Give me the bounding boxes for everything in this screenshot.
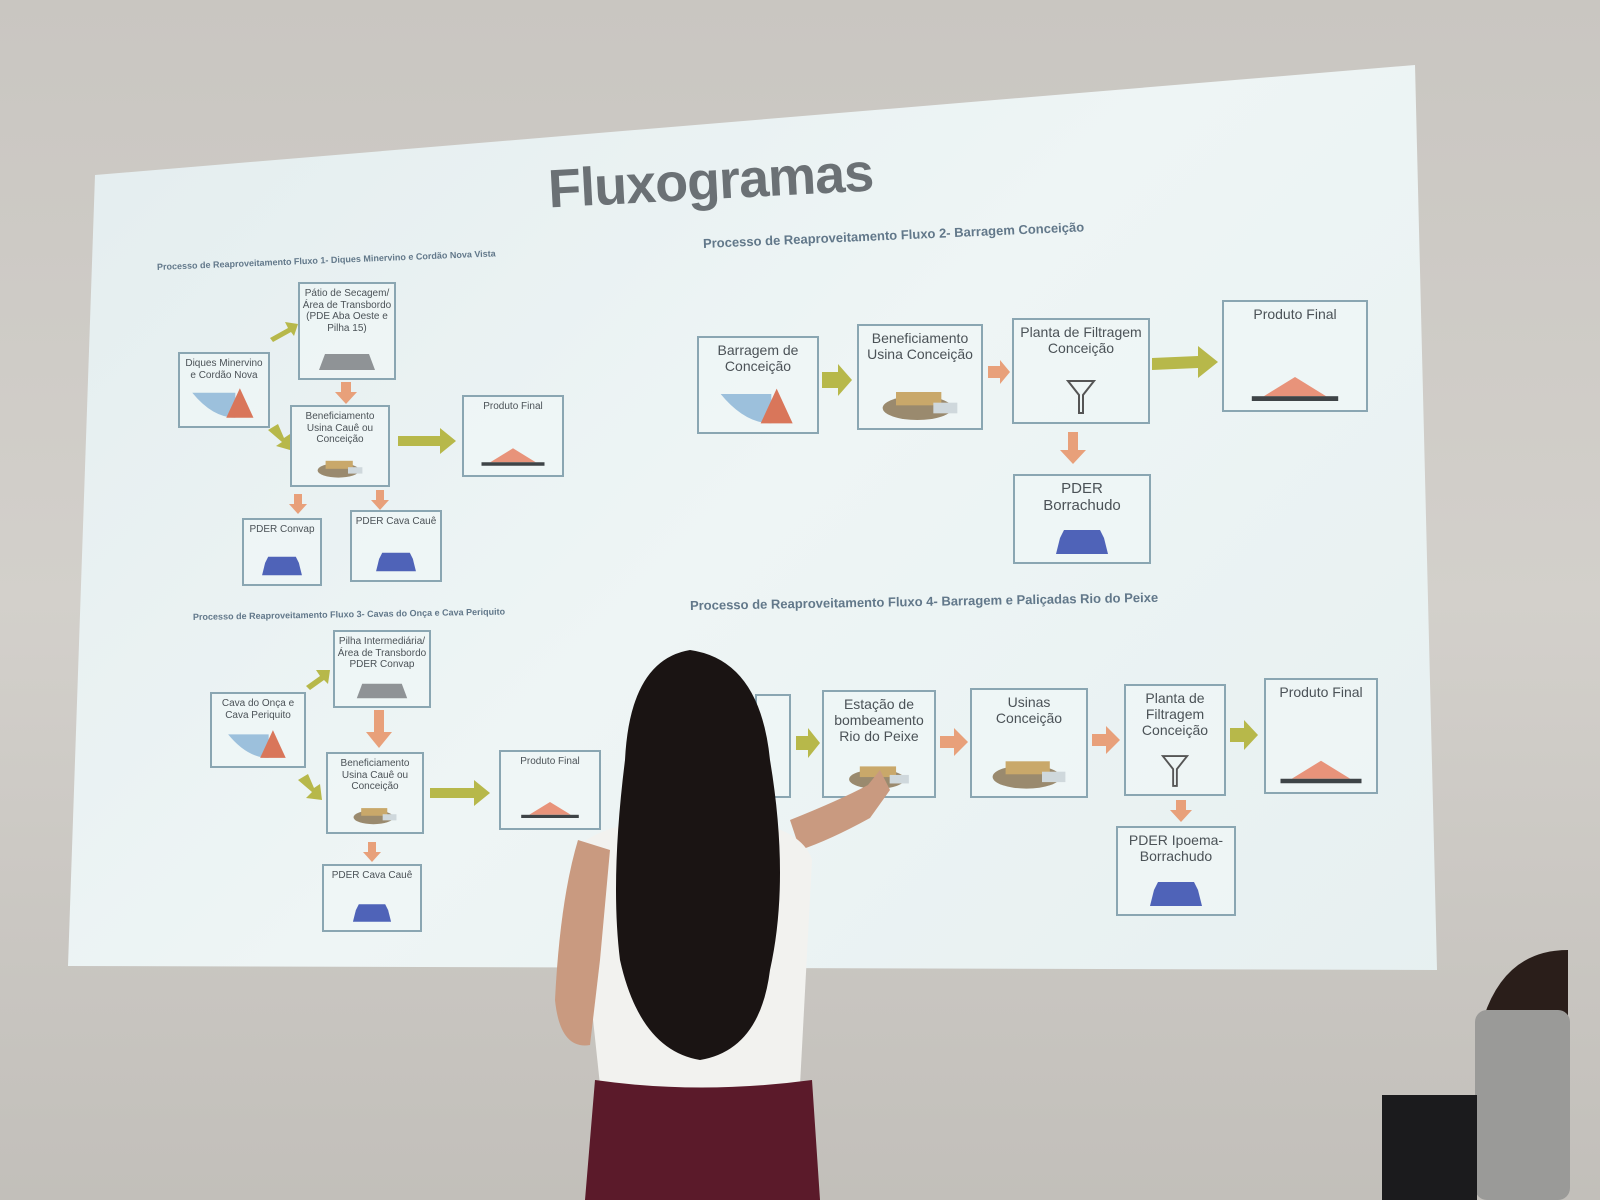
arrow-icon bbox=[335, 382, 357, 404]
node-cava-onca: Cava do Onça e Cava Periquito bbox=[210, 692, 306, 768]
node-label: Produto Final bbox=[520, 756, 580, 767]
node-label: Planta de Filtragem Conceição bbox=[1141, 690, 1209, 739]
node-label: Pilha Intermediária/ Área de Transbordo … bbox=[337, 636, 427, 670]
node-produto-final: Produto Final bbox=[1222, 300, 1368, 412]
node-label: Usinas Conceição bbox=[995, 694, 1063, 727]
node-label: Diques Minervino e Cordão Nova bbox=[185, 358, 263, 381]
arrow-icon bbox=[366, 710, 392, 748]
arrow-icon bbox=[988, 360, 1010, 384]
arrow-icon bbox=[430, 780, 490, 806]
node-pder-borrachudo: PDER Borrachudo bbox=[1013, 474, 1151, 564]
arrow-icon bbox=[298, 774, 322, 800]
node-label: Estação de bombeamento Rio do Peixe bbox=[834, 696, 924, 745]
arrow-icon bbox=[1230, 720, 1258, 750]
arrow-icon bbox=[796, 728, 820, 758]
node-label: PDER Cava Cauê bbox=[331, 870, 413, 881]
node-planta-filtragem: Planta de Filtragem Conceição bbox=[1124, 684, 1226, 796]
node-label: Produto Final bbox=[1253, 306, 1337, 322]
node-produto-final: Produto Final bbox=[1264, 678, 1378, 794]
arrow-icon bbox=[1170, 800, 1192, 822]
node-pder-cava-caue: PDER Cava Cauê bbox=[350, 510, 442, 582]
node-beneficiamento: Beneficiamento Usina Cauê ou Conceição bbox=[290, 405, 390, 487]
arrow-icon bbox=[398, 428, 456, 454]
node-label: Produto Final bbox=[483, 401, 543, 412]
arrow-icon bbox=[1060, 432, 1086, 464]
node-patio-secagem: Pátio de Secagem/ Área de Transbordo (PD… bbox=[298, 282, 396, 380]
node-label: PDER Cava Cauê bbox=[355, 516, 437, 527]
arrow-icon bbox=[1152, 346, 1218, 378]
presenter-arm bbox=[790, 770, 890, 850]
node-label: PDER Borrachudo bbox=[1043, 480, 1121, 515]
node-barragem-conceicao: Barragem de Conceição bbox=[697, 336, 819, 434]
node-label: Planta de Filtragem Conceição bbox=[1020, 324, 1142, 357]
arrow-icon bbox=[306, 670, 330, 690]
node-label: Beneficiamento Usina Conceição bbox=[867, 330, 973, 363]
node-planta-filtragem: Planta de Filtragem Conceição bbox=[1012, 318, 1150, 424]
node-diques: Diques Minervino e Cordão Nova bbox=[178, 352, 270, 428]
node-label: Produto Final bbox=[1279, 684, 1363, 700]
node-pder-ipoema-borrachudo: PDER Ipoema- Borrachudo bbox=[1116, 826, 1236, 916]
presenter-pants bbox=[585, 1080, 820, 1200]
presenter-hair bbox=[616, 650, 780, 1060]
node-pilha-intermediaria: Pilha Intermediária/ Área de Transbordo … bbox=[333, 630, 431, 708]
arrow-icon bbox=[371, 490, 389, 510]
node-produto-final: Produto Final bbox=[462, 395, 564, 477]
node-label: Barragem de Conceição bbox=[717, 342, 799, 375]
node-label: Beneficiamento Usina Cauê ou Conceição bbox=[305, 411, 375, 445]
arrow-icon bbox=[1092, 726, 1120, 754]
arrow-icon bbox=[940, 728, 968, 756]
arrow-icon bbox=[289, 494, 307, 514]
node-produto-final: Produto Final bbox=[499, 750, 601, 830]
node-pder-cava-caue: PDER Cava Cauê bbox=[322, 864, 422, 932]
arrow-icon bbox=[268, 424, 290, 450]
node-label: Cava do Onça e Cava Periquito bbox=[221, 698, 295, 721]
arrow-icon bbox=[270, 322, 298, 342]
node-label: Beneficiamento Usina Cauê ou Conceição bbox=[340, 758, 410, 792]
node-label: Pátio de Secagem/ Área de Transbordo (PD… bbox=[302, 288, 392, 334]
presenter-left-arm bbox=[555, 840, 610, 1046]
node-pder-convap: PDER Convap bbox=[242, 518, 322, 586]
arrow-icon bbox=[363, 842, 381, 862]
node-beneficiamento: Beneficiamento Usina Cauê ou Conceição bbox=[326, 752, 424, 834]
node-label: PDER Ipoema- Borrachudo bbox=[1128, 832, 1224, 865]
laptop bbox=[1382, 1095, 1477, 1200]
node-usinas-conceicao: Usinas Conceição bbox=[970, 688, 1088, 798]
node-label: PDER Convap bbox=[249, 524, 315, 535]
arrow-icon bbox=[822, 364, 852, 396]
thermos-bottle bbox=[1475, 1010, 1570, 1200]
node-beneficiamento-usina: Beneficiamento Usina Conceição bbox=[857, 324, 983, 430]
